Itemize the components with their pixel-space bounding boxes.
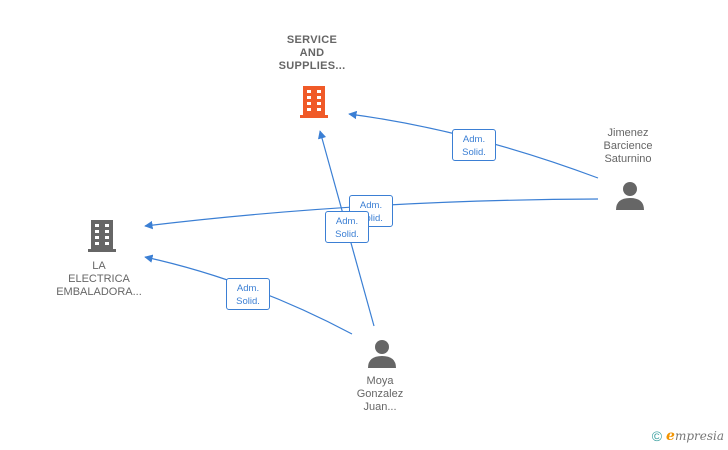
copyright-icon: ©: [651, 428, 663, 444]
node-label-jimenez[interactable]: Jimenez Barcience Saturnino: [603, 127, 653, 165]
node-label-electrica[interactable]: LA ELECTRICA EMBALADORA...: [56, 260, 142, 298]
edge-badge[interactable]: Adm. Solid.: [452, 129, 496, 161]
person-icon[interactable]: [367, 338, 397, 368]
building-icon[interactable]: [298, 84, 330, 118]
footer-brand: © empresia: [652, 428, 724, 444]
edge-badge[interactable]: Adm. Solid.: [226, 278, 270, 310]
brand-logo: empresia: [666, 428, 724, 444]
edge-badge[interactable]: Adm. Solid.: [325, 211, 369, 243]
building-icon[interactable]: [86, 218, 118, 252]
node-label-service[interactable]: SERVICE AND SUPPLIES...: [278, 34, 346, 72]
person-icon[interactable]: [615, 180, 645, 210]
node-label-moya[interactable]: Moya Gonzalez Juan...: [356, 375, 404, 413]
